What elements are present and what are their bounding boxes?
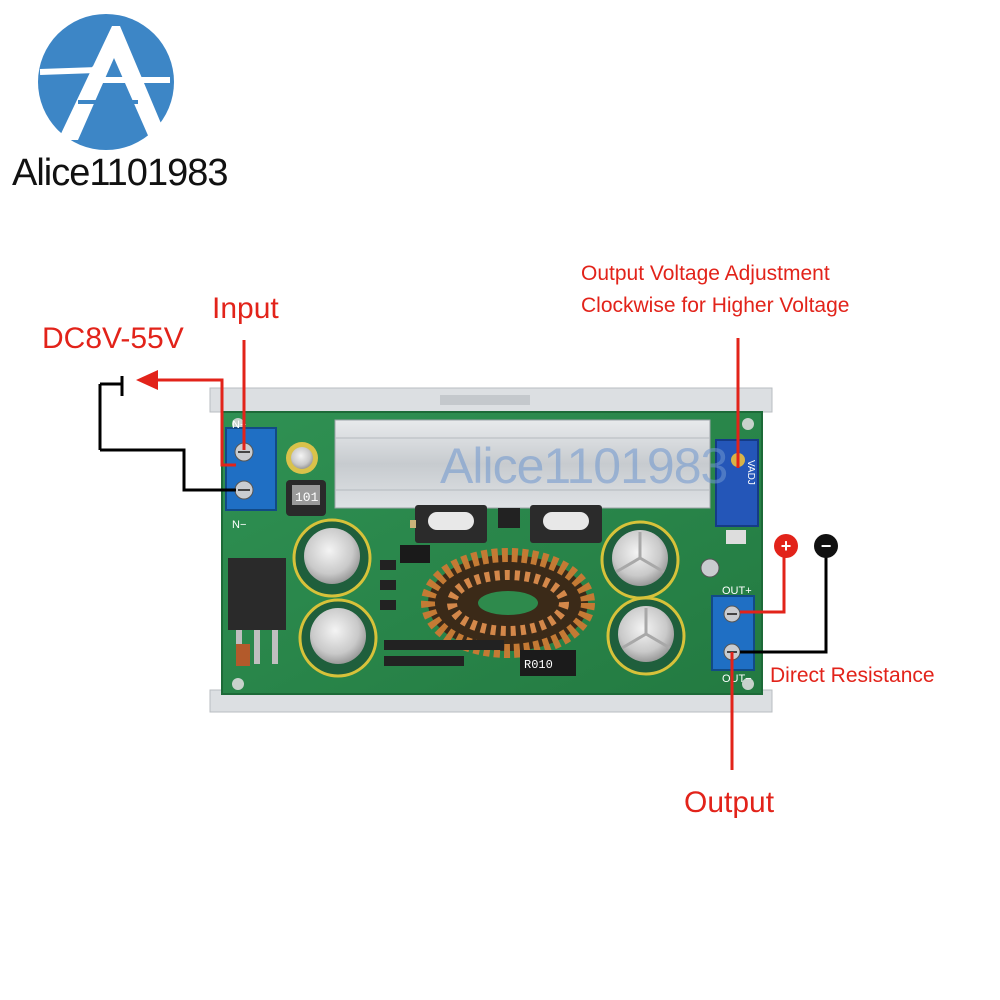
brand-name: Alice1101983 bbox=[12, 152, 228, 194]
direct-resistance-label: Direct Resistance bbox=[770, 664, 935, 687]
input-label: Input bbox=[212, 292, 279, 325]
brand-logo-icon bbox=[38, 14, 174, 150]
aluminium-base bbox=[209, 387, 773, 713]
regulator bbox=[228, 558, 286, 666]
smd-diode bbox=[498, 508, 520, 528]
minus-symbol: − bbox=[821, 536, 832, 556]
plus-symbol: + bbox=[781, 536, 792, 556]
output-label: Output bbox=[684, 786, 775, 819]
capacitor-right-top bbox=[600, 520, 680, 600]
heatsink bbox=[334, 419, 711, 509]
silk-n-minus: N− bbox=[232, 519, 246, 531]
screw bbox=[700, 558, 720, 578]
smd-part bbox=[726, 530, 746, 544]
small-capacitor bbox=[286, 442, 318, 474]
mosfet-left bbox=[415, 505, 487, 543]
input-wiring bbox=[98, 340, 246, 492]
capacitor-left-bottom bbox=[298, 598, 378, 678]
minus-polarity-icon: − bbox=[814, 534, 838, 558]
resistor-code: R010 bbox=[524, 658, 553, 672]
smd-components bbox=[380, 520, 576, 676]
capacitor-right-bottom bbox=[606, 596, 686, 676]
input-terminal-block bbox=[225, 427, 277, 511]
input-voltage-label: DC8V-55V bbox=[42, 322, 184, 355]
silk-vadj: VADJ bbox=[745, 460, 756, 485]
plus-polarity-icon: + bbox=[774, 534, 798, 558]
silk-out-minus: OUT− bbox=[722, 673, 752, 685]
adjust-label-line2: Clockwise for Higher Voltage bbox=[581, 294, 850, 317]
adjust-label-line1: Output Voltage Adjustment bbox=[581, 262, 830, 285]
toroid-inductor bbox=[421, 548, 595, 658]
mosfet-right bbox=[530, 505, 602, 543]
watermark: Alice1101983 bbox=[440, 438, 728, 494]
capacitor-left-top bbox=[292, 518, 372, 598]
inductor-code: 101 bbox=[295, 490, 319, 505]
silk-out-plus: OUT+ bbox=[722, 585, 752, 597]
smd-inductor-101 bbox=[286, 480, 326, 516]
output-wiring bbox=[730, 338, 828, 770]
